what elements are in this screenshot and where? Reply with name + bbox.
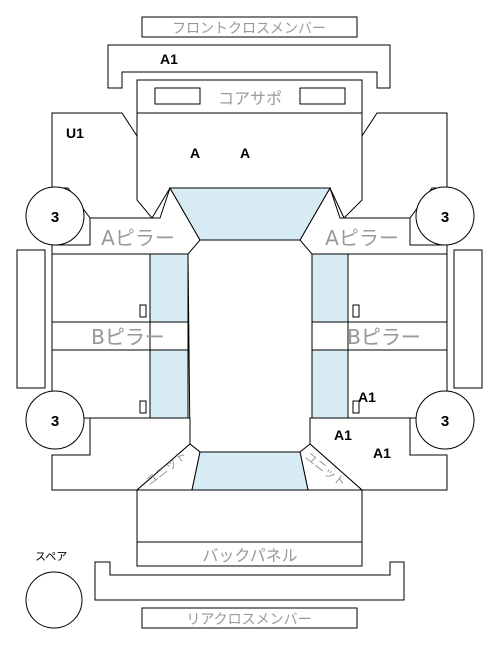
front-cross-member-label: フロントクロスメンバー: [172, 21, 326, 37]
b-pillar-left-label-overlay: Bピラー: [91, 325, 165, 349]
front-cross-member: フロントクロスメンバー: [141, 16, 358, 38]
tire-rear-left: 3: [25, 390, 85, 450]
right-rear-door-handle: [352, 400, 360, 414]
core-support-label: コアサポ: [218, 89, 282, 108]
rear-floor-mid-mark: A1: [334, 427, 352, 443]
rear-floor-right-mark: A1: [373, 445, 391, 461]
left-rear-window: [149, 349, 189, 419]
core-support-right-slot: [299, 87, 346, 105]
back-panel-label: バックパネル: [202, 546, 297, 565]
a-pillar-left-label: Aピラー: [101, 226, 175, 250]
left-side-sill: [16, 249, 46, 389]
right-rear-window: [311, 349, 349, 419]
rear-window: [191, 451, 309, 491]
spare-tire: スペア: [25, 550, 83, 629]
left-front-door-handle: [139, 304, 147, 318]
core-mark-right: A: [240, 145, 250, 161]
right-rear-quarter: [309, 417, 448, 491]
rear-pillar-right-mark: A1: [358, 389, 376, 405]
right-side-sill: [453, 249, 483, 389]
tire-front-right-mark: 3: [441, 209, 449, 226]
trunk-lid: [136, 489, 363, 543]
a-pillar-left: Aピラー: [51, 186, 201, 255]
right-b-pillar-glass-divider: [311, 321, 349, 351]
tire-front-right: 3: [415, 186, 475, 246]
left-rear-quarter: [51, 417, 191, 491]
tire-front-left-mark: 3: [51, 209, 59, 226]
left-rear-door-handle: [139, 400, 147, 414]
back-panel: バックパネル: [136, 541, 363, 567]
spare-tire-label: スペア: [35, 550, 67, 563]
core-support: コアサポ: [136, 79, 363, 114]
tire-rear-left-mark: 3: [51, 413, 59, 430]
rear-bracket: [94, 561, 405, 601]
rear-cross-member: リアクロスメンバー: [141, 607, 358, 629]
right-front-door-handle: [352, 304, 360, 318]
tire-rear-right: 3: [415, 390, 475, 450]
core-support-left-slot: [154, 87, 201, 105]
roof: [187, 239, 313, 453]
left-front-window: [149, 253, 189, 323]
left-b-pillar-glass-divider: [149, 321, 189, 351]
front-bracket: [107, 44, 391, 89]
right-front-window: [311, 253, 349, 323]
left-apron-mark: U1: [66, 125, 84, 141]
tire-front-left: 3: [25, 186, 85, 246]
a-pillar-right-label: Aピラー: [325, 226, 399, 250]
front-member-mark: A1: [160, 51, 178, 67]
b-pillar-right-label: Bピラー: [347, 325, 421, 349]
b-pillar-right-label-overlay: Bピラー: [347, 325, 421, 349]
tire-rear-right-mark: 3: [441, 413, 449, 430]
core-mark-left: A: [190, 145, 200, 161]
rear-cross-member-label: リアクロスメンバー: [186, 612, 311, 628]
